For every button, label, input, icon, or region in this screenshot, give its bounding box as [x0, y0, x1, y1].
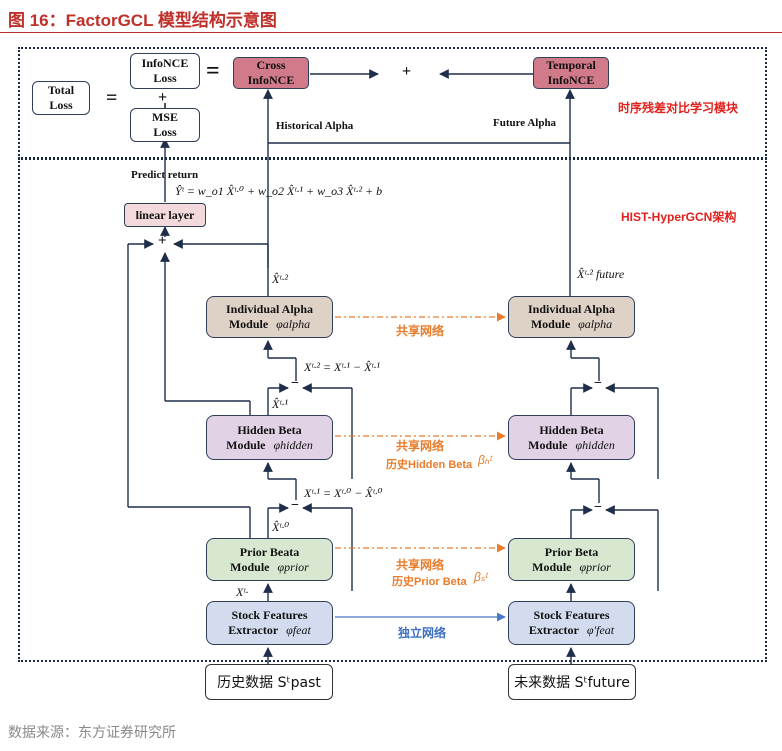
- right-alpha-module-word: Module: [530, 317, 571, 331]
- left-feature-extractor: Stock Features Extractor φfeat: [206, 601, 333, 645]
- left-minus-upper: −: [291, 376, 299, 391]
- label-x-t: Xᵗ·: [236, 585, 249, 599]
- left-alpha-module-word: Module: [228, 317, 269, 331]
- loss-plus-sign: +: [158, 89, 168, 106]
- right-minus-lower: −: [594, 500, 602, 515]
- cross-line2: InfoNCE: [247, 73, 295, 87]
- left-hidden-module: Hidden Beta Module φhidden: [206, 415, 333, 460]
- hist-module-label: HIST-HyperGCN架构: [621, 210, 737, 224]
- predict-return-label: Predict return: [131, 169, 199, 181]
- sum-plus-sign: +: [158, 233, 167, 249]
- right-minus-upper: −: [594, 376, 602, 391]
- mse-line2: Loss: [153, 125, 177, 139]
- left-prior-module-word: Module: [230, 559, 270, 574]
- linear-layer-label: linear layer: [135, 207, 195, 222]
- predict-formula: Ŷᵗ = w_o1 X̂ᵗ·⁰ + w_o2 X̂ᵗ·¹ + w_o3 X̂ᵗ·…: [175, 184, 383, 198]
- hist-hidden-beta-label: 历史Hidden Beta: [386, 459, 473, 471]
- left-minus-lower: −: [291, 498, 299, 513]
- right-alpha-title: Individual Alpha: [527, 302, 616, 316]
- infonce-loss-box: InfoNCE Loss: [130, 53, 200, 89]
- beta-h-label: βₕᵗ: [478, 453, 492, 467]
- right-hidden-phi: φhidden: [575, 437, 615, 452]
- right-prior-phi: φprior: [579, 559, 611, 574]
- left-prior-module: Prior Beata Module φprior: [206, 538, 333, 581]
- right-extractor-phi: φ′feat: [586, 623, 615, 637]
- total-loss-line2: Loss: [49, 98, 73, 112]
- left-hidden-title: Hidden Beta: [237, 422, 302, 437]
- label-x-hat-future: X̂ᵗ·² future: [577, 267, 625, 281]
- future-alpha-label: Future Alpha: [493, 117, 557, 129]
- label-x-hat-t1: X̂ᵗ·¹: [272, 397, 288, 411]
- left-alpha-module: Individual Alpha Module φalpha: [206, 296, 333, 338]
- future-data-input: 未来数据 Sᵗfuture: [508, 664, 636, 700]
- right-alpha-module: Individual Alpha Module φalpha: [508, 296, 635, 338]
- cross-infonce-box: Cross InfoNCE: [233, 57, 309, 89]
- label-x-hat-t2: X̂ᵗ·²: [272, 272, 288, 286]
- label-eq-t2: Xᵗ·² = Xᵗ·¹ − X̂ᵗ·¹: [304, 360, 381, 374]
- right-prior-module-word: Module: [532, 559, 572, 574]
- left-extractor-phi: φfeat: [286, 623, 311, 637]
- total-loss-line1: Total: [47, 83, 75, 97]
- label-x-hat-t0: X̂ᵗ·⁰: [272, 520, 290, 534]
- share-label-alpha: 共享网络: [396, 324, 445, 338]
- hist-prior-beta-label: 历史Prior Beta: [392, 576, 467, 588]
- right-hidden-module-word: Module: [528, 437, 568, 452]
- infonce-line2: Loss: [153, 71, 177, 85]
- left-extractor-title: Stock Features: [231, 608, 308, 622]
- mse-line1: MSE: [151, 110, 178, 124]
- contrastive-module-label: 时序残差对比学习模块: [618, 101, 739, 115]
- title-rule: [0, 32, 782, 33]
- right-prior-title: Prior Beta: [544, 544, 599, 559]
- left-alpha-phi: φalpha: [276, 317, 311, 331]
- cross-line1: Cross: [256, 58, 286, 72]
- figure-title: 图 16：FactorGCL 模型结构示意图: [8, 11, 277, 30]
- label-eq-t1: Xᵗ·¹ = Xᵗ·⁰ − X̂ᵗ·⁰: [304, 486, 383, 500]
- right-hidden-module: Hidden Beta Module φhidden: [508, 415, 635, 460]
- mse-loss-box: MSE Loss: [130, 108, 200, 142]
- left-extractor-module-word: Extractor: [228, 623, 279, 637]
- right-extractor-title: Stock Features: [533, 608, 610, 622]
- infonce-line1: InfoNCE: [141, 56, 189, 70]
- left-hidden-phi: φhidden: [273, 437, 313, 452]
- equals-sign-2: =: [206, 58, 220, 84]
- linear-layer-box: linear layer: [124, 203, 206, 227]
- temporal-line2: InfoNCE: [547, 73, 595, 87]
- share-label-hidden: 共享网络: [396, 439, 445, 453]
- left-hidden-module-word: Module: [226, 437, 266, 452]
- total-loss-box: Total Loss: [32, 81, 90, 115]
- equals-sign: =: [106, 87, 118, 109]
- beta-s-label: βₛᵗ: [474, 570, 488, 584]
- right-alpha-phi: φalpha: [578, 317, 613, 331]
- hist-module-frame: [18, 158, 767, 662]
- independent-label: 独立网络: [398, 626, 447, 640]
- share-label-prior: 共享网络: [396, 558, 445, 572]
- temporal-line1: Temporal: [546, 58, 596, 72]
- past-data-input: 历史数据 Sᵗpast: [205, 664, 333, 700]
- loss-middle-plus: +: [402, 63, 412, 80]
- right-prior-module: Prior Beta Module φprior: [508, 538, 635, 581]
- source-note: 数据来源：东方证券研究所: [8, 724, 176, 740]
- left-alpha-title: Individual Alpha: [225, 302, 314, 316]
- temporal-infonce-box: Temporal InfoNCE: [533, 57, 609, 89]
- right-feature-extractor: Stock Features Extractor φ′feat: [508, 601, 635, 645]
- left-prior-phi: φprior: [277, 559, 309, 574]
- historical-alpha-label: Historical Alpha: [276, 120, 354, 132]
- left-prior-title: Prior Beata: [239, 544, 300, 559]
- right-hidden-title: Hidden Beta: [539, 422, 604, 437]
- right-extractor-module-word: Extractor: [528, 623, 579, 637]
